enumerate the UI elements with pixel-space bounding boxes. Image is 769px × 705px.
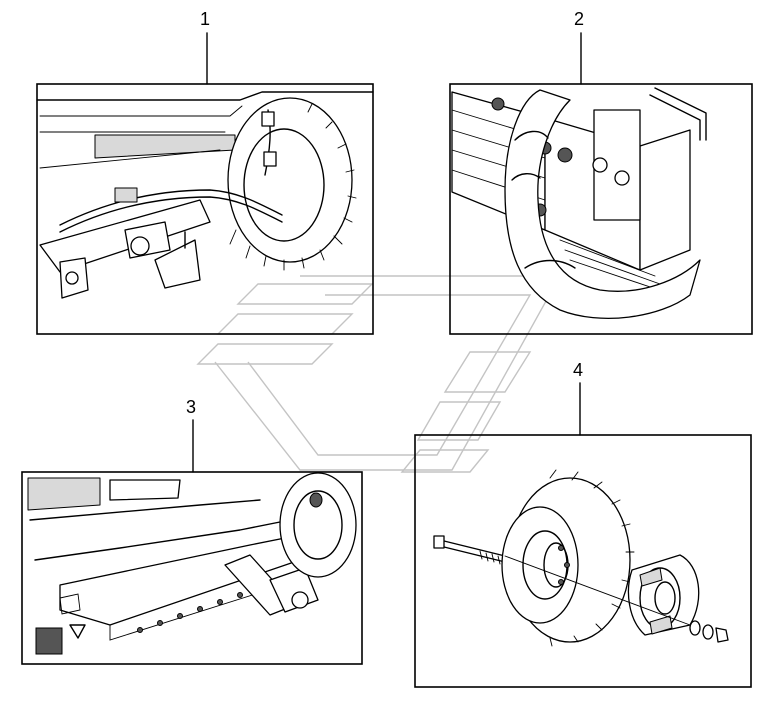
- watermark-logo: [196, 275, 562, 473]
- callout-number-4: 4: [573, 360, 583, 380]
- callout-number-3: 3: [186, 397, 196, 417]
- panel-2-hand-clamp: [449, 32, 753, 335]
- panel-4-wheel-assembly: [414, 382, 752, 688]
- panel-1-cable-routing: [36, 32, 374, 335]
- callout-number-2: 2: [574, 9, 584, 29]
- panel-3-rear-axle: [21, 419, 363, 665]
- callout-number-1: 1: [200, 9, 210, 29]
